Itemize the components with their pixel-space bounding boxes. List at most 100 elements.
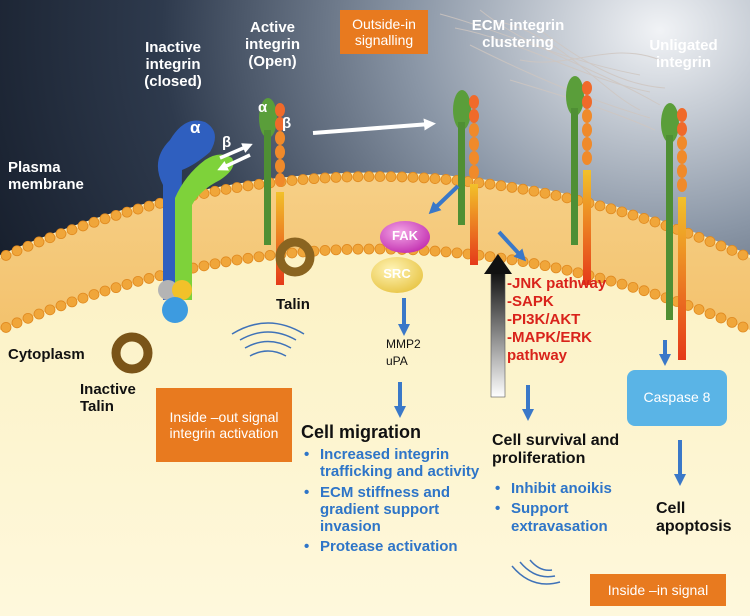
migration-title: Cell migration — [301, 422, 422, 442]
lipid-head — [374, 171, 386, 182]
lipid-head — [220, 183, 232, 195]
label-ecm-clustering: ECM integrin clustering — [471, 17, 565, 51]
label-inactive-talin: Inactive Talin — [80, 381, 136, 415]
apoptosis-title: Cell apoptosis — [656, 500, 732, 535]
lipid-head — [209, 185, 221, 197]
lipid-head — [352, 243, 364, 255]
lipid-head — [616, 278, 628, 290]
lipid-head — [649, 288, 661, 300]
lipid-head — [0, 322, 12, 333]
lipid-head — [209, 258, 221, 270]
lipid-head — [385, 171, 397, 183]
lipid-head — [33, 236, 45, 248]
lipid-head — [44, 304, 56, 316]
inactive-integrin-shape — [157, 120, 234, 323]
lipid-head — [550, 262, 562, 274]
lipid-head — [440, 174, 452, 185]
survival-item: Inhibit anoikis — [495, 480, 630, 498]
lipid-head — [726, 244, 738, 256]
lipid-head — [88, 289, 100, 300]
lipid-head — [132, 203, 144, 215]
inside-out-box: Inside –out signal integrin activation — [156, 388, 292, 462]
label-plasma-membrane: Plasma membrane — [8, 159, 84, 193]
migration-item: Increased integrin trafficking and activ… — [304, 446, 494, 481]
lipid-head — [561, 192, 573, 204]
lipid-head — [242, 252, 254, 264]
ecm-fibres — [439, 9, 666, 131]
lipid-head — [704, 308, 716, 320]
survival-list: Inhibit anoikis Support extravasation — [495, 480, 630, 538]
lipid-head — [231, 182, 243, 193]
lipid-head — [517, 256, 529, 268]
label-caspase8: Caspase 8 — [643, 389, 711, 406]
pathway-list: -JNK pathway -SAPK -PI3K/AKT -MAPK/ERK p… — [507, 275, 617, 365]
lipid-head — [649, 216, 661, 228]
lipid-head — [627, 209, 639, 221]
extended-integrin — [453, 90, 479, 265]
survival-title: Cell survival and proliferation — [492, 432, 620, 467]
lipid-head — [22, 312, 34, 324]
lipid-head — [55, 228, 67, 240]
migration-item: Protease activation — [304, 538, 494, 556]
lipid-head — [506, 254, 518, 266]
lipid-head — [143, 273, 155, 284]
lipid-head — [77, 220, 89, 232]
lipid-head — [341, 171, 353, 183]
fak-oval — [380, 221, 430, 253]
lipid-head — [286, 247, 298, 259]
integrin-shapes — [259, 76, 687, 360]
signal-waves-bottom — [511, 559, 561, 585]
lipid-head — [627, 281, 639, 293]
label-alpha-active: α — [258, 99, 268, 116]
lipid-head — [693, 231, 705, 243]
lipid-head — [495, 180, 507, 192]
signal-waves-left — [231, 322, 305, 357]
lipid-head — [11, 317, 23, 329]
lipid-head — [363, 171, 375, 182]
pathway-sapk: -SAPK — [507, 293, 554, 310]
pathway-jnk: -JNK pathway — [507, 275, 607, 292]
lipid-head — [66, 296, 78, 308]
lipid-head — [418, 172, 430, 184]
lipid-head — [297, 174, 309, 185]
pathway-pi3k: -PI3K/AKT — [507, 311, 581, 328]
lipid-head — [605, 203, 617, 215]
lipid-head — [286, 175, 298, 186]
lipid-head — [44, 232, 56, 244]
lipid-head — [330, 171, 342, 183]
lipid-head — [704, 236, 716, 247]
lipid-head — [451, 247, 463, 259]
lipid-head — [242, 180, 254, 192]
lipid-head — [638, 213, 650, 224]
survival-item: Support extravasation — [495, 500, 630, 535]
migration-list: Increased integrin trafficking and activ… — [304, 446, 494, 559]
lipid-head — [440, 246, 452, 258]
lipid-head — [253, 251, 265, 263]
label-alpha-inactive: α — [190, 118, 201, 137]
lipid-heads — [0, 171, 749, 333]
lipid-head — [396, 171, 408, 183]
lipid-head — [726, 317, 738, 328]
lipid-head — [715, 312, 727, 324]
outside-in-box: Outside-in signalling — [340, 10, 428, 54]
lipid-head — [539, 260, 551, 272]
lipid-head — [429, 173, 441, 184]
lipid-head — [55, 300, 67, 312]
extended-integrin — [566, 76, 592, 285]
label-talin: Talin — [276, 296, 310, 313]
lipid-head — [253, 178, 265, 190]
label-upa: uPA — [386, 354, 408, 368]
lipid-head — [605, 275, 617, 287]
label-unligated-integrin: Unligated integrin — [649, 37, 718, 71]
lipid-head — [484, 178, 496, 190]
lipid-head — [264, 249, 276, 261]
lipid-head — [363, 243, 375, 255]
lipid-head — [484, 251, 496, 263]
label-mmp2: MMP2 — [386, 337, 421, 351]
lipid-head — [22, 240, 34, 252]
lipid-head — [0, 250, 12, 261]
lipid-head — [528, 185, 540, 197]
lipid-head — [220, 256, 232, 268]
label-inactive-integrin: Inactive integrin (closed) — [144, 39, 202, 90]
